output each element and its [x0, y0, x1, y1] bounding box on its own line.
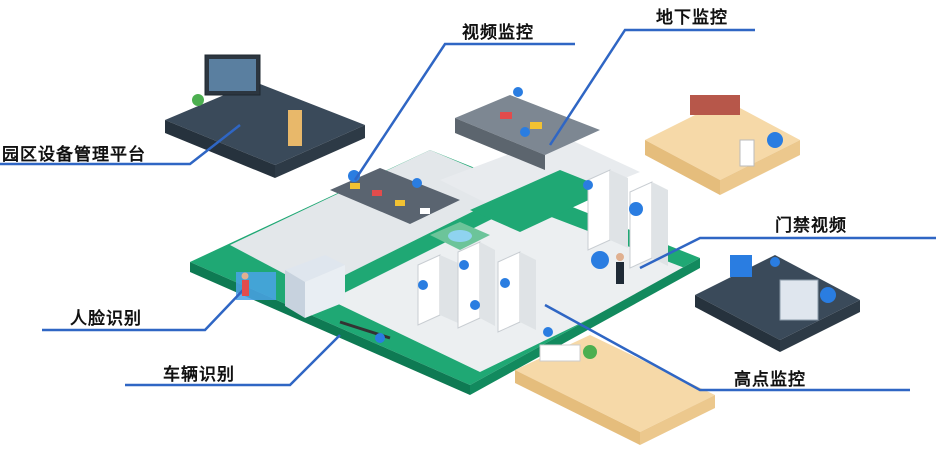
callout-line-video: [353, 42, 575, 181]
callout-lines: [0, 28, 936, 392]
label-vehicle: 车辆识别: [163, 365, 235, 385]
parking-cars: [350, 183, 430, 214]
callout-line-face: [42, 287, 246, 332]
callout-line-highpoint: [544, 303, 910, 392]
camera-icons: [348, 87, 836, 343]
callout-line-underground: [548, 28, 755, 146]
platform-panel: [165, 54, 365, 178]
access-panel: [695, 255, 860, 352]
callout-line-access: [639, 236, 936, 270]
label-highpoint: 高点监控: [734, 370, 806, 390]
underground-side: [455, 118, 545, 170]
label-face: 人脸识别: [70, 309, 142, 329]
callout-line-vehicle: [125, 334, 341, 387]
label-platform: 园区设备管理平台: [2, 145, 146, 165]
ground-road: [230, 150, 520, 290]
warm-room-panel: [645, 95, 800, 195]
label-access: 门禁视频: [775, 216, 847, 236]
lobby-panel: [515, 335, 715, 445]
label-underground: 地下监控: [656, 8, 728, 28]
green-strip: [470, 170, 610, 232]
label-video: 视频监控: [462, 23, 534, 43]
person-figures: [241, 253, 624, 296]
office-buildings: [417, 169, 668, 333]
callout-line-platform: [0, 124, 241, 166]
ground-road-3: [440, 135, 640, 220]
underground-block: [455, 95, 600, 155]
